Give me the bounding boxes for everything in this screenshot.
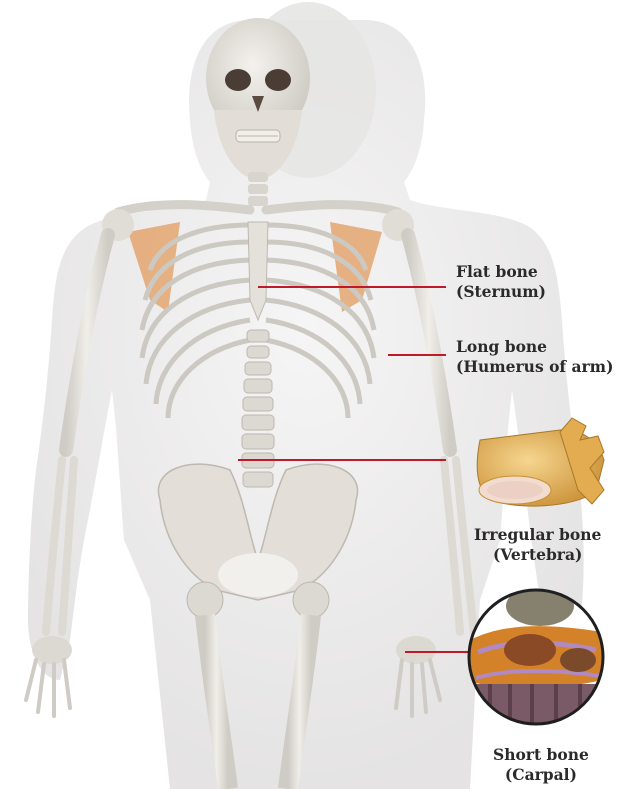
irregular-bone-label: Irregular bone (Vertebra) bbox=[474, 525, 601, 565]
carpal-illustration bbox=[468, 586, 604, 725]
long-bone-label-line2: (Humerus of arm) bbox=[456, 357, 613, 377]
right-eye-socket-icon bbox=[265, 69, 291, 91]
irregular-bone-label-line1: Irregular bone bbox=[474, 525, 601, 545]
long-bone-label: Long bone (Humerus of arm) bbox=[456, 337, 613, 377]
flat-bone-label-line2: (Sternum) bbox=[456, 282, 546, 302]
spine bbox=[242, 330, 274, 487]
long-bone-label-line1: Long bone bbox=[456, 337, 613, 357]
short-bone-label-line1: Short bone bbox=[493, 745, 589, 765]
flat-bone-label-line1: Flat bone bbox=[456, 262, 546, 282]
irregular-bone-label-line2: (Vertebra) bbox=[474, 545, 601, 565]
short-bone-label-line2: (Carpal) bbox=[493, 765, 589, 785]
cervical-spine bbox=[248, 172, 268, 206]
flat-bone-label: Flat bone (Sternum) bbox=[456, 262, 546, 302]
left-eye-socket-icon bbox=[225, 69, 251, 91]
short-bone-label: Short bone (Carpal) bbox=[493, 745, 589, 785]
